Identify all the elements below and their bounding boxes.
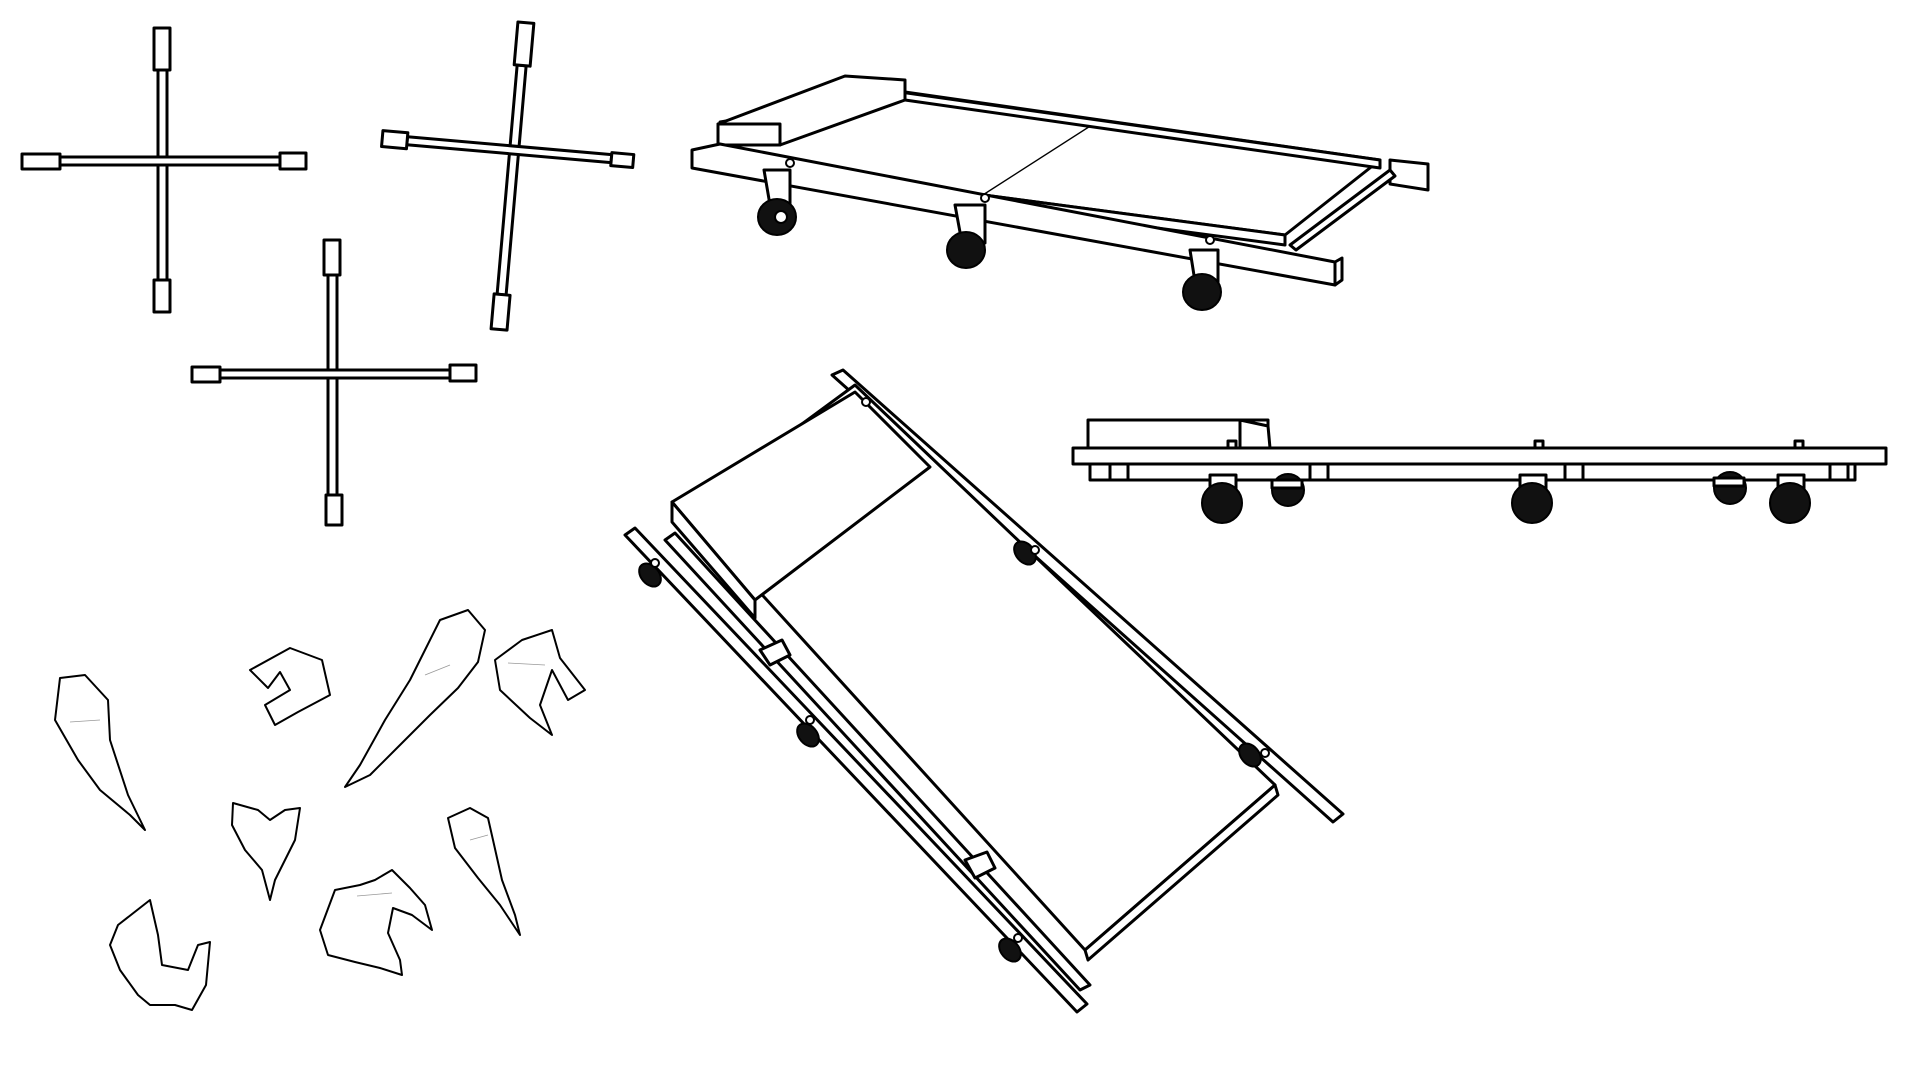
shard	[319, 869, 433, 976]
creeper-top-view-rotated	[623, 368, 1345, 1014]
caster	[1270, 473, 1305, 507]
shard	[344, 609, 486, 788]
shard	[494, 629, 586, 736]
caster	[946, 203, 987, 269]
shard	[54, 674, 146, 831]
broken-shards	[54, 609, 586, 1011]
shard	[231, 802, 301, 901]
lug-wrench-3	[190, 238, 478, 527]
caster	[1769, 473, 1811, 524]
lug-wrench-2	[380, 20, 636, 332]
shard	[109, 899, 211, 1011]
shard	[447, 807, 521, 936]
caster	[1201, 473, 1243, 524]
caster	[1182, 248, 1222, 311]
creeper-perspective-view	[690, 74, 1430, 311]
creeper-side-view	[1071, 418, 1888, 524]
shard	[249, 647, 331, 726]
lug-wrench-1	[20, 26, 308, 314]
caster	[1712, 471, 1747, 505]
caster	[1511, 473, 1553, 524]
caster	[757, 168, 797, 236]
